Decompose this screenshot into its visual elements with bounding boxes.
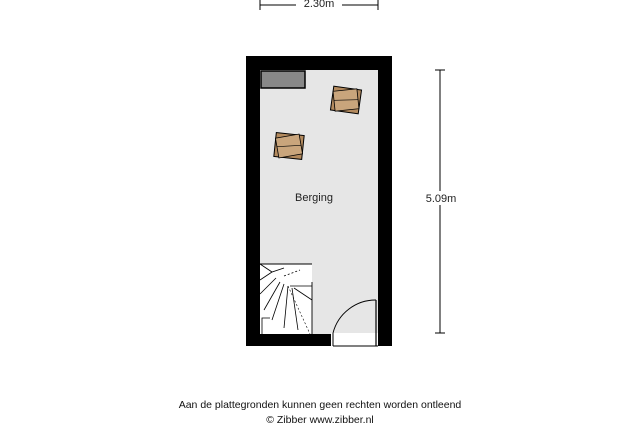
storage-box-middle [273, 132, 305, 160]
height-label: 5.09m [426, 193, 457, 205]
staircase [259, 263, 313, 335]
room-label: Berging [295, 192, 333, 204]
copyright-text: © Zibber www.zibber.nl [266, 414, 374, 426]
width-dimension: 2.30m [259, 0, 379, 10]
disclaimer-text: Aan de plattegronden kunnen geen rechten… [178, 399, 462, 411]
door-swing [332, 299, 378, 347]
door-opening [331, 333, 378, 347]
width-label: 2.30m [304, 0, 335, 10]
wall-unit [260, 70, 306, 89]
height-dimension: 5.09m [422, 69, 460, 334]
storage-box-top [329, 85, 363, 115]
